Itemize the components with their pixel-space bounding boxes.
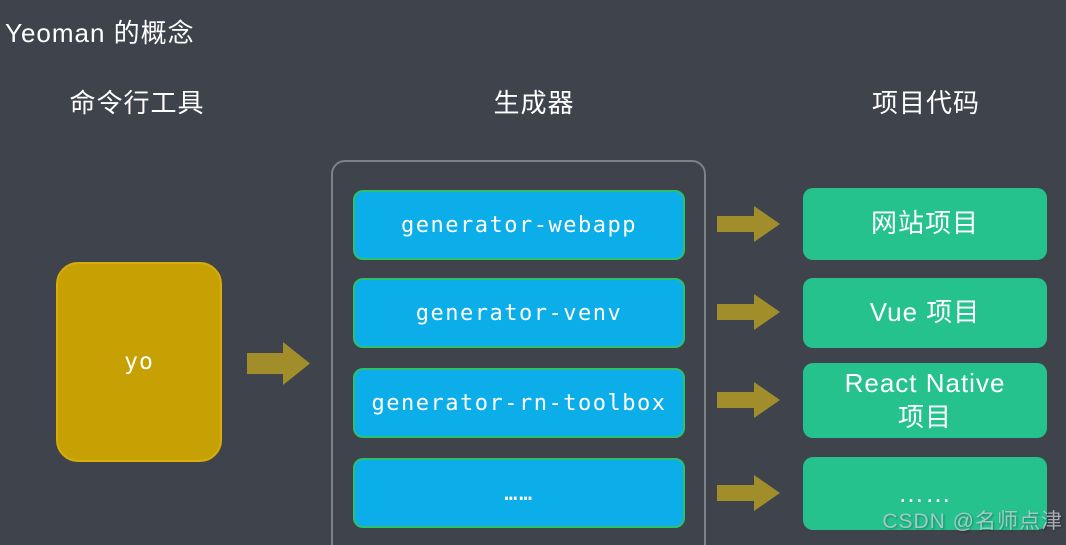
node-project-website: 网站项目 <box>803 188 1047 260</box>
csdn-watermark: CSDN @名师点津 <box>882 510 1063 533</box>
column-header-cli-tool: 命令行工具 <box>69 88 205 118</box>
node-project-react-native: React Native 项目 <box>803 363 1047 438</box>
diagram-title: Yeoman 的概念 <box>5 18 195 48</box>
node-project-more: …… <box>803 457 1047 530</box>
column-header-generators: 生成器 <box>493 88 575 118</box>
arrow-right-icon <box>247 342 310 385</box>
arrow-right-icon <box>717 475 780 511</box>
project-label: Vue 项目 <box>869 297 981 328</box>
node-generator-venv: generator-venv <box>353 278 685 348</box>
arrow-right-icon <box>717 206 780 242</box>
node-generator-rn-toolbox: generator-rn-toolbox <box>353 368 685 438</box>
project-label: 网站项目 <box>870 208 979 239</box>
node-yo-label: yo <box>124 349 154 375</box>
column-header-project-code: 项目代码 <box>871 88 980 118</box>
arrow-right-icon <box>717 294 780 330</box>
generator-label: generator-venv <box>415 300 623 326</box>
generator-label: generator-rn-toolbox <box>371 390 667 416</box>
generator-label: …… <box>504 480 534 506</box>
generator-label: generator-webapp <box>401 212 637 238</box>
node-project-vue: Vue 项目 <box>803 278 1047 348</box>
node-generator-webapp: generator-webapp <box>353 190 685 260</box>
arrow-right-icon <box>717 382 780 418</box>
project-label: …… <box>898 477 952 508</box>
project-label: React Native 项目 <box>844 367 1006 432</box>
node-yo-cli-tool: yo <box>56 262 222 462</box>
generators-group-container: generator-webapp generator-venv generato… <box>331 160 706 545</box>
node-generator-more: …… <box>353 458 685 528</box>
